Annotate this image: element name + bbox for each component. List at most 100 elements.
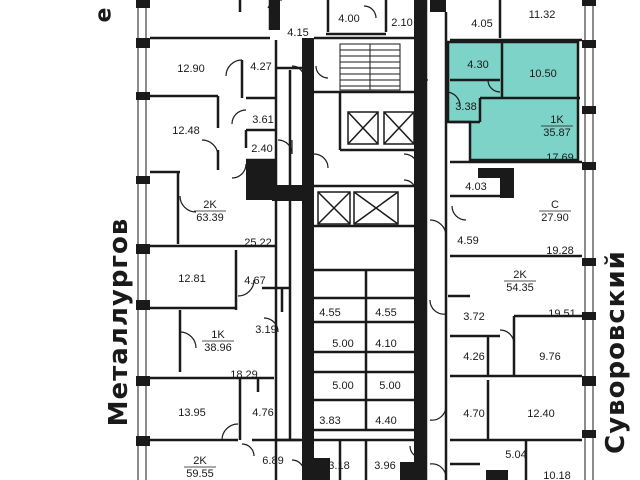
room-4-15: 4.15 — [287, 27, 308, 39]
room-3-72: 3.72 — [463, 311, 484, 323]
room-area-label: 4.03 — [465, 181, 486, 193]
room-area-label: 11.32 — [529, 9, 556, 21]
room-area-label: 6.89 — [262, 455, 283, 467]
room-19-28: 19.28 — [546, 245, 574, 257]
street-label-suvorovsky: Суворовский — [601, 250, 631, 454]
room-12-90: 12.90 — [177, 63, 205, 75]
room-4-30[interactable]: 4.30 — [467, 59, 488, 71]
room-area-label: 18.29 — [230, 369, 258, 381]
room-area-label: 3.18 — [328, 460, 349, 472]
room-area-label: 4.00 — [338, 13, 359, 25]
room-type-label: 1K — [211, 329, 225, 341]
room-area-label: 12.81 — [178, 273, 206, 285]
room-area-label: 38.96 — [204, 342, 232, 354]
room-4-59: 4.59 — [457, 235, 478, 247]
room-area-label: 17.69 — [546, 152, 574, 164]
room-area-label: 4.70 — [463, 408, 484, 420]
room-3-19: 3.19 — [255, 324, 276, 336]
room-c-27-90: С27.90 — [539, 199, 571, 224]
room-area-label: 4.15 — [287, 27, 308, 39]
street-label-metallurgov: Металлургов — [104, 217, 134, 427]
room-4-00: 4.00 — [338, 13, 359, 25]
room-10-50[interactable]: 10.50 — [529, 68, 557, 80]
room-area-label: 4.76 — [252, 407, 273, 419]
room-4-55-a: 4.55 — [319, 307, 340, 319]
room-area-label: 2.51 — [250, 180, 271, 192]
highlighted-apartment[interactable] — [448, 42, 578, 160]
room-area-label: 27.90 — [541, 212, 569, 224]
highlighted-apartment-fill[interactable] — [448, 42, 578, 160]
room-area-label: 3.96 — [374, 460, 395, 472]
room-4-70: 4.70 — [463, 408, 484, 420]
room-area-label: 54.35 — [506, 282, 534, 294]
room-area-label: 5.00 — [332, 380, 353, 392]
room-area-label: 4.05 — [471, 18, 492, 30]
street-label-top-fragment: е — [91, 6, 117, 23]
room-area-label: 3.38 — [455, 101, 476, 113]
room-12-40: 12.40 — [527, 408, 555, 420]
room-area-label: 25.22 — [244, 237, 272, 249]
room-area-label: 19.28 — [546, 245, 574, 257]
room-area-label: 4.40 — [375, 415, 396, 427]
room-18-29: 18.29 — [230, 369, 258, 381]
room-3-38[interactable]: 3.38 — [455, 101, 476, 113]
room-area-label: 3.19 — [255, 324, 276, 336]
room-area-label: 12.90 — [177, 63, 205, 75]
room-type-label: 1K — [550, 114, 564, 126]
room-area-label: 3.83 — [319, 415, 340, 427]
room-3-96: 3.96 — [374, 460, 395, 472]
room-4-67: 4.67 — [244, 275, 265, 287]
room-17-69[interactable]: 17.69 — [546, 152, 574, 164]
room-4-03: 4.03 — [465, 181, 486, 193]
room-type-label: 2K — [193, 455, 207, 467]
room-area-label: 59.55 — [186, 468, 214, 480]
room-2-51: 2.51 — [250, 180, 271, 192]
room-12-81: 12.81 — [178, 273, 206, 285]
room-2-40: 2.40 — [251, 143, 272, 155]
room-5-00-c: 5.00 — [379, 380, 400, 392]
room-area-label: 3.72 — [463, 311, 484, 323]
room-4-26: 4.26 — [463, 351, 484, 363]
room-3-83: 3.83 — [319, 415, 340, 427]
room-area-label: 3.61 — [252, 114, 273, 126]
room-4-40: 4.40 — [375, 415, 396, 427]
room-area-label: 5.00 — [332, 338, 353, 350]
room-4-10: 4.10 — [375, 338, 396, 350]
room-25-22: 25.22 — [244, 237, 272, 249]
room-4-76: 4.76 — [252, 407, 273, 419]
room-type-label: 2K — [513, 269, 527, 281]
room-area-label: 4.10 — [375, 338, 396, 350]
room-11-32: 11.32 — [529, 9, 556, 21]
room-area-label: 4.55 — [319, 307, 340, 319]
room-3-18: 3.18 — [328, 460, 349, 472]
room-area-label: 19.51 — [548, 308, 576, 320]
room-12-48: 12.48 — [172, 125, 200, 137]
room-area-label: 4.30 — [467, 59, 488, 71]
room-area-label: 4.27 — [250, 61, 271, 73]
room-13-95: 13.95 — [178, 407, 206, 419]
room-4-27: 4.27 — [250, 61, 271, 73]
room-area-label: 9.76 — [539, 351, 560, 363]
room-type-label: С — [551, 199, 559, 211]
room-area-label: 13.95 — [178, 407, 206, 419]
room-area-label: 10.50 — [529, 68, 557, 80]
room-6-89: 6.89 — [262, 455, 283, 467]
room-area-label: 10.18 — [543, 470, 571, 480]
room-10-18: 10.18 — [543, 470, 571, 480]
room-area-label: 12.48 — [172, 125, 200, 137]
room-area-label: 5.00 — [379, 380, 400, 392]
room-9-76: 9.76 — [539, 351, 560, 363]
room-area-label: 4.55 — [375, 307, 396, 319]
room-5-00-a: 5.00 — [332, 338, 353, 350]
room-4-55-b: 4.55 — [375, 307, 396, 319]
room-area-label: 4.59 — [457, 235, 478, 247]
room-type-label: 2K — [203, 199, 217, 211]
room-area-label: 5.04 — [505, 449, 526, 461]
room-3-61: 3.61 — [252, 114, 273, 126]
